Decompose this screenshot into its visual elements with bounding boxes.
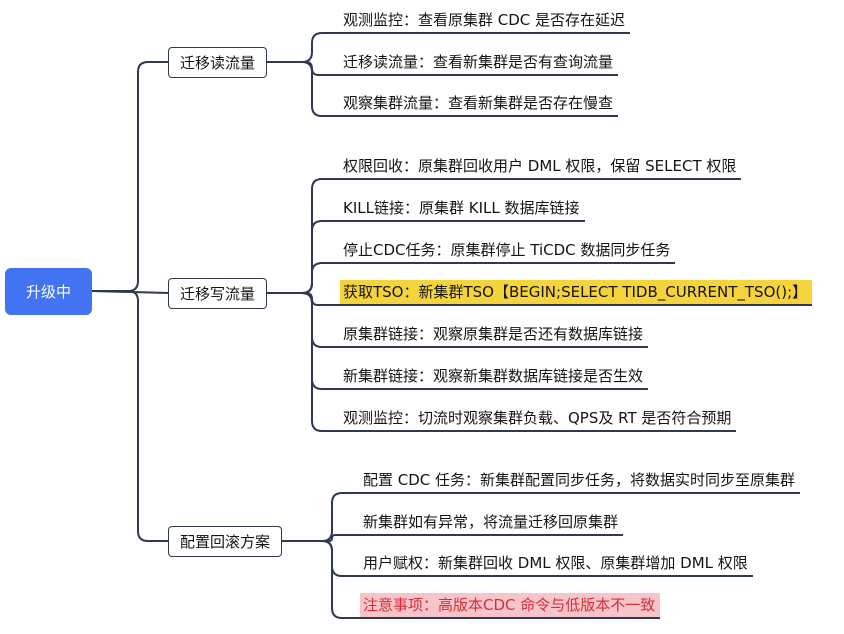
- connector: [265, 292, 341, 306]
- branch-node[interactable]: 配置回滚方案: [168, 525, 283, 557]
- connector: [265, 262, 341, 294]
- leaf-node[interactable]: 配置 CDC 任务：新集群配置同步任务，将数据实时同步至原集群: [360, 468, 801, 494]
- leaf-node[interactable]: 注意事项：高版本CDC 命令与低版本不一致: [360, 592, 661, 619]
- leaf-node[interactable]: 用户赋权：新集群回收 DML 权限、原集群增加 DML 权限: [360, 551, 753, 577]
- connector: [265, 292, 341, 348]
- connector: [90, 290, 170, 542]
- leaf-node[interactable]: KILL链接：原集群 KILL 数据库链接: [340, 196, 585, 222]
- leaf-node[interactable]: 观察集群流量：查看新集群是否存在慢查: [340, 91, 619, 117]
- connector: [90, 61, 170, 292]
- connector: [280, 540, 361, 577]
- connector: [265, 292, 341, 390]
- leaf-node[interactable]: 原集群链接：观察原集群是否还有数据库链接: [340, 322, 649, 348]
- connector: [280, 534, 361, 542]
- leaf-node[interactable]: 获取TSO：新集群TSO【BEGIN;SELECT TIDB_CURRENT_T…: [340, 280, 813, 306]
- leaf-node[interactable]: 停止CDC任务：原集群停止 TiCDC 数据同步任务: [340, 238, 676, 264]
- leaf-node[interactable]: 权限回收：原集群回收用户 DML 权限，保留 SELECT 权限: [340, 154, 742, 180]
- connector: [265, 61, 341, 117]
- connector: [265, 292, 341, 432]
- leaf-node[interactable]: 迁移读流量：查看新集群是否有查询流量: [340, 50, 619, 76]
- connector: [265, 220, 341, 294]
- branch-node[interactable]: 迁移写流量: [168, 277, 268, 309]
- leaf-node[interactable]: 新集群如有异常，将流量迁移回原集群: [360, 510, 624, 536]
- root-node[interactable]: 升级中: [5, 267, 93, 315]
- connector: [265, 178, 341, 294]
- connector: [265, 32, 341, 63]
- leaf-node[interactable]: 新集群链接：观察新集群数据库链接是否生效: [340, 364, 649, 390]
- branch-node[interactable]: 迁移读流量: [168, 46, 268, 78]
- leaf-node[interactable]: 观测监控：切流时观察集群负载、QPS及 RT 是否符合预期: [340, 406, 737, 432]
- connector: [265, 61, 341, 76]
- connector: [280, 540, 361, 619]
- connector: [280, 492, 361, 542]
- leaf-node[interactable]: 观测监控：查看原集群 CDC 是否存在延迟: [340, 8, 631, 34]
